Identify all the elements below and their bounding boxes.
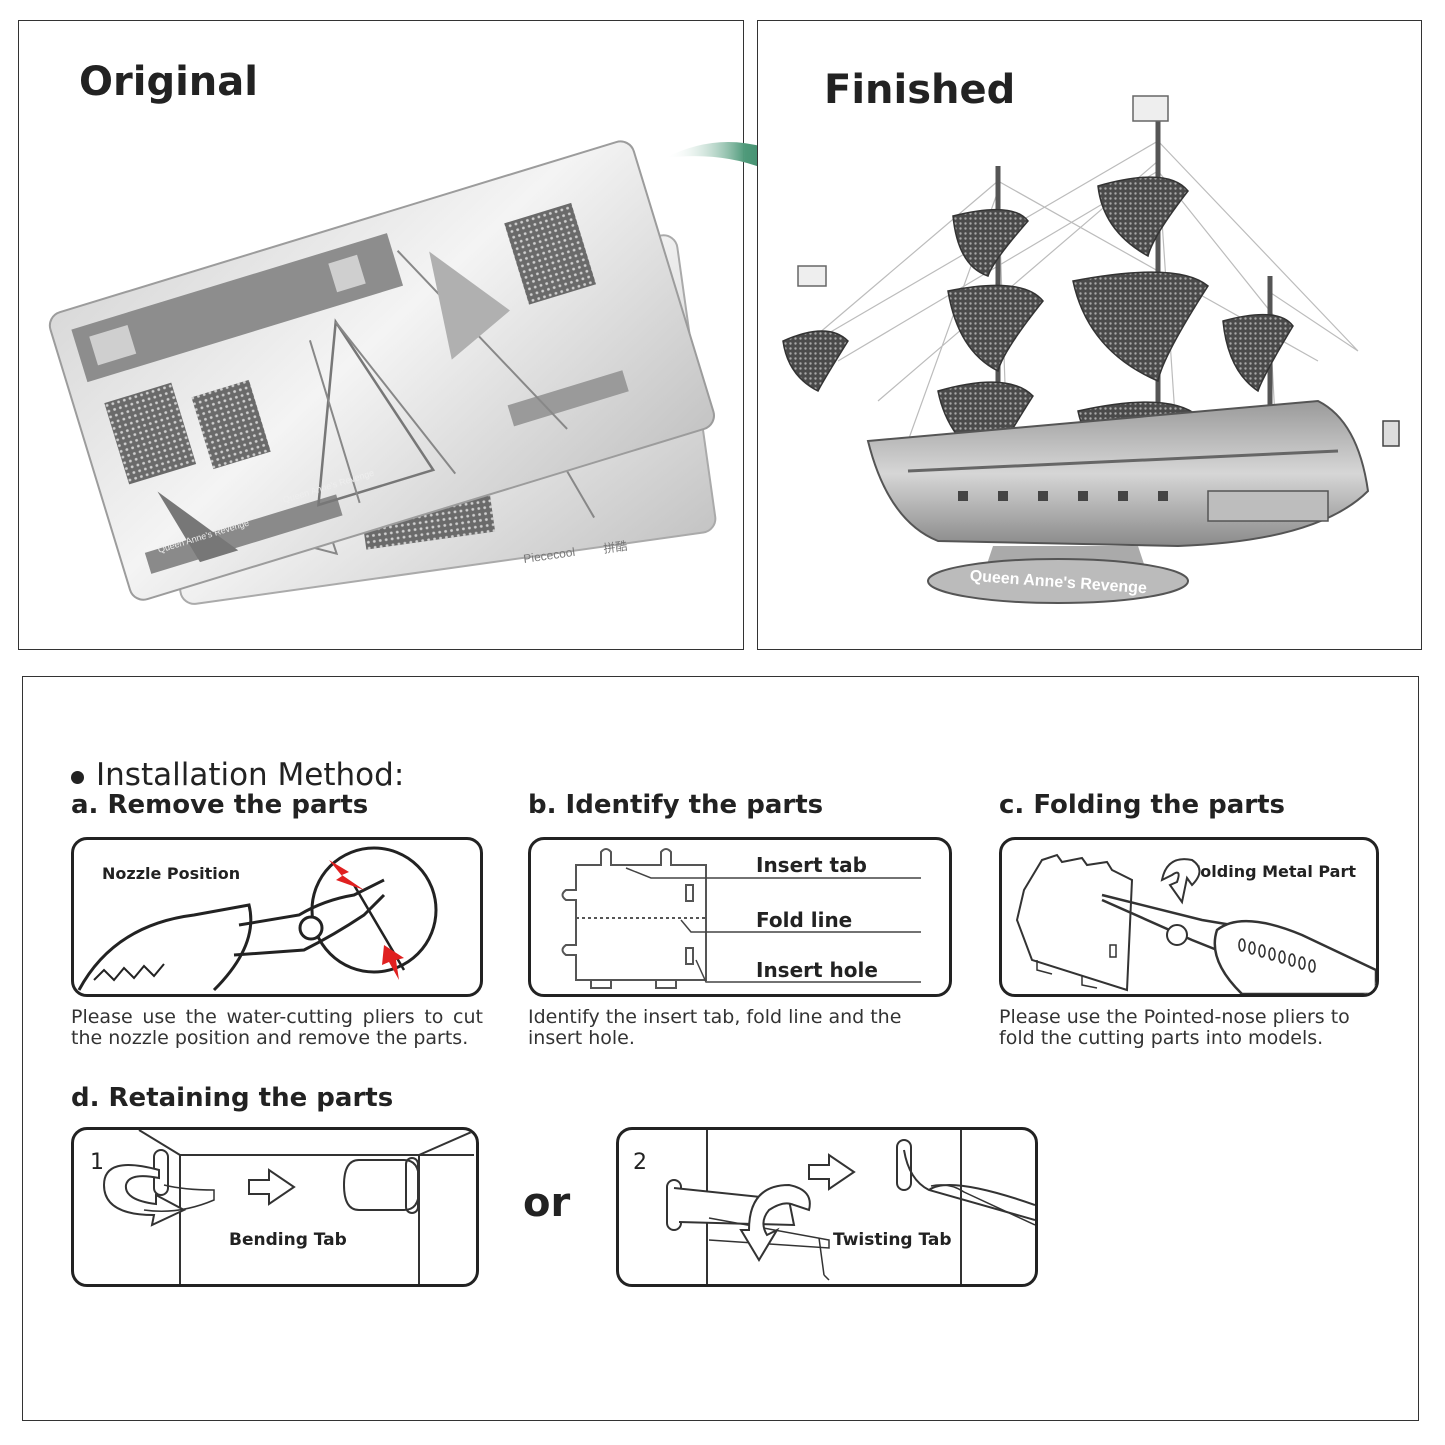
bending-tab-icon bbox=[102, 1130, 476, 1284]
finished-panel: Finished bbox=[757, 20, 1422, 650]
step-d-heading: d. Retaining the parts bbox=[71, 1083, 394, 1113]
installation-title-row: Installation Method: bbox=[71, 757, 404, 793]
fold-line-label: Fold line bbox=[756, 908, 853, 932]
bullet-icon bbox=[71, 771, 84, 785]
insert-tab-label: Insert tab bbox=[756, 853, 867, 877]
front-metal-sheet bbox=[48, 140, 715, 601]
twisting-tab-icon bbox=[666, 1130, 1035, 1284]
step-b-heading: b. Identify the parts bbox=[528, 790, 824, 820]
folding-metal-part-label: Folding Metal Part bbox=[1190, 862, 1357, 881]
step-a-diagram: Nozzle Position bbox=[71, 837, 483, 997]
step-d1-number: 1 bbox=[90, 1150, 104, 1175]
pliers-cutting-icon bbox=[77, 846, 438, 992]
step-c-heading: c. Folding the parts bbox=[999, 790, 1286, 820]
installation-panel: Installation Method: a. Remove the parts… bbox=[22, 676, 1419, 1421]
step-d1-diagram: 1 Bending Tab bbox=[71, 1127, 479, 1287]
sheet-brand-cn-text: 拼酷 bbox=[602, 539, 628, 556]
step-a-description: Please use the water-cutting pliers to c… bbox=[71, 1006, 483, 1049]
step-d2-number: 2 bbox=[633, 1150, 647, 1175]
part-outline-icon bbox=[561, 848, 921, 989]
metal-sheets-illustration: Piececool 拼酷 Queen Anne's Revenge Queen … bbox=[48, 140, 717, 605]
installation-title: Installation Method: bbox=[96, 757, 405, 793]
ship-model-illustration: Queen Anne's Revenge bbox=[782, 95, 1400, 604]
step-d2-diagram: 2 Twisting Tab bbox=[616, 1127, 1038, 1287]
step-b-description: Identify the insert tab, fold line and t… bbox=[528, 1006, 902, 1049]
step-b-diagram: Insert tab Fold line Insert hole bbox=[528, 837, 952, 997]
original-panel: Original bbox=[18, 20, 744, 650]
folding-pliers-icon bbox=[1015, 853, 1376, 994]
twisting-tab-label: Twisting Tab bbox=[833, 1230, 952, 1250]
bending-tab-label: Bending Tab bbox=[229, 1230, 347, 1250]
step-a-heading: a. Remove the parts bbox=[71, 790, 369, 820]
nozzle-position-label: Nozzle Position bbox=[102, 864, 241, 883]
original-title: Original bbox=[79, 59, 258, 105]
insert-hole-label: Insert hole bbox=[756, 958, 878, 982]
step-c-diagram: Folding Metal Part bbox=[999, 837, 1379, 997]
finished-title: Finished bbox=[824, 67, 1016, 113]
or-separator: or bbox=[523, 1180, 571, 1226]
step-c-description: Please use the Pointed-nose pliers to fo… bbox=[999, 1006, 1350, 1049]
